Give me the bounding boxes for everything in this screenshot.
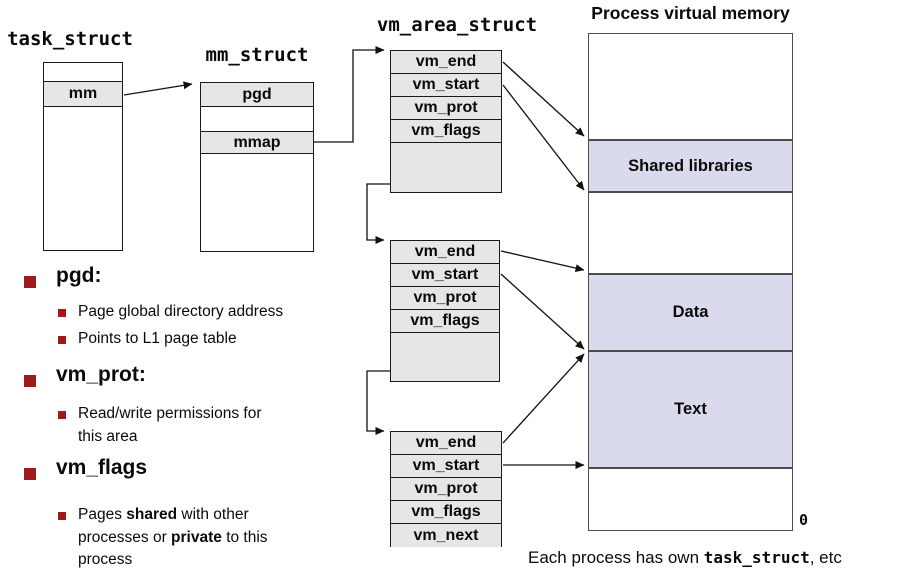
arrow-vmstart2-to-data-bottom: [500, 273, 585, 350]
vm-area-struct-node-3: vm_end vm_start vm_prot vm_flags vm_next: [390, 431, 502, 547]
field-vm-prot: vm_prot: [391, 478, 501, 501]
arrow-vmstart1-to-sharedlibs-bottom: [502, 84, 585, 191]
vm-area-struct-node-2: vm_end vm_start vm_prot vm_flags: [390, 240, 500, 382]
field-vm-start: vm_start: [391, 455, 501, 478]
field-vm-next: vm_next: [391, 524, 501, 547]
note-item: Page global directory address: [78, 303, 284, 320]
note-item: Read/write permissions for this area: [78, 405, 262, 445]
mm-struct-title: mm_struct: [205, 44, 309, 66]
arrow-mm-to-mm-struct: [123, 81, 193, 96]
arrow-vmend3-to-text-top: [502, 353, 585, 444]
note-item: Pages shared with other processes or pri…: [78, 506, 268, 569]
note-heading-vm-flags: vm_flags: [56, 456, 148, 479]
note-heading-vm-prot: vm_prot:: [56, 363, 146, 386]
arrow-vm-area-1-to-2: [366, 183, 390, 244]
arrow-vm-area-2-to-3: [366, 370, 390, 435]
field-pgd: pgd: [200, 82, 314, 107]
address-zero-label: 0: [799, 511, 809, 529]
mm-struct-box: pgd mmap: [200, 82, 314, 252]
note-heading-pgd: pgd:: [56, 264, 102, 287]
field-vm-end: vm_end: [391, 241, 499, 264]
caption: Each process has own task_struct, etc: [528, 548, 842, 567]
field-vm-start: vm_start: [391, 74, 501, 97]
region-data: Data: [589, 273, 792, 352]
bullet-square-icon: [58, 336, 66, 344]
task-struct-box: mm: [43, 62, 123, 251]
bullet-square-icon: [58, 309, 66, 317]
vm-area-struct-node-1: vm_end vm_start vm_prot vm_flags: [390, 50, 502, 193]
arrow-vmend1-to-sharedlibs-top: [502, 61, 585, 137]
note-item: Points to L1 page table: [78, 330, 237, 347]
field-vm-flags: vm_flags: [391, 120, 501, 143]
field-vm-flags: vm_flags: [391, 310, 499, 333]
bullet-square-icon: [24, 468, 36, 480]
arrow-vmend2-to-data-top: [500, 250, 585, 273]
field-vm-start: vm_start: [391, 264, 499, 287]
region-shared-libraries: Shared libraries: [589, 139, 792, 193]
task-struct-title: task_struct: [7, 28, 133, 50]
field-vm-end: vm_end: [391, 432, 501, 455]
bullet-square-icon: [24, 276, 36, 288]
field-mm: mm: [43, 81, 123, 107]
field-mmap: mmap: [200, 131, 314, 154]
field-vm-prot: vm_prot: [391, 97, 501, 120]
memory-map-box: Shared libraries Data Text: [588, 33, 793, 531]
bullet-square-icon: [58, 411, 66, 419]
vm-area-struct-title: vm_area_struct: [376, 14, 538, 36]
region-text: Text: [589, 352, 792, 469]
memory-map-title: Process virtual memory: [591, 3, 790, 23]
field-vm-end: vm_end: [391, 51, 501, 74]
bullet-square-icon: [58, 512, 66, 520]
field-vm-prot: vm_prot: [391, 287, 499, 310]
field-vm-flags: vm_flags: [391, 501, 501, 524]
bullet-square-icon: [24, 375, 36, 387]
arrow-mmap-to-vm-area-1: [313, 46, 385, 143]
